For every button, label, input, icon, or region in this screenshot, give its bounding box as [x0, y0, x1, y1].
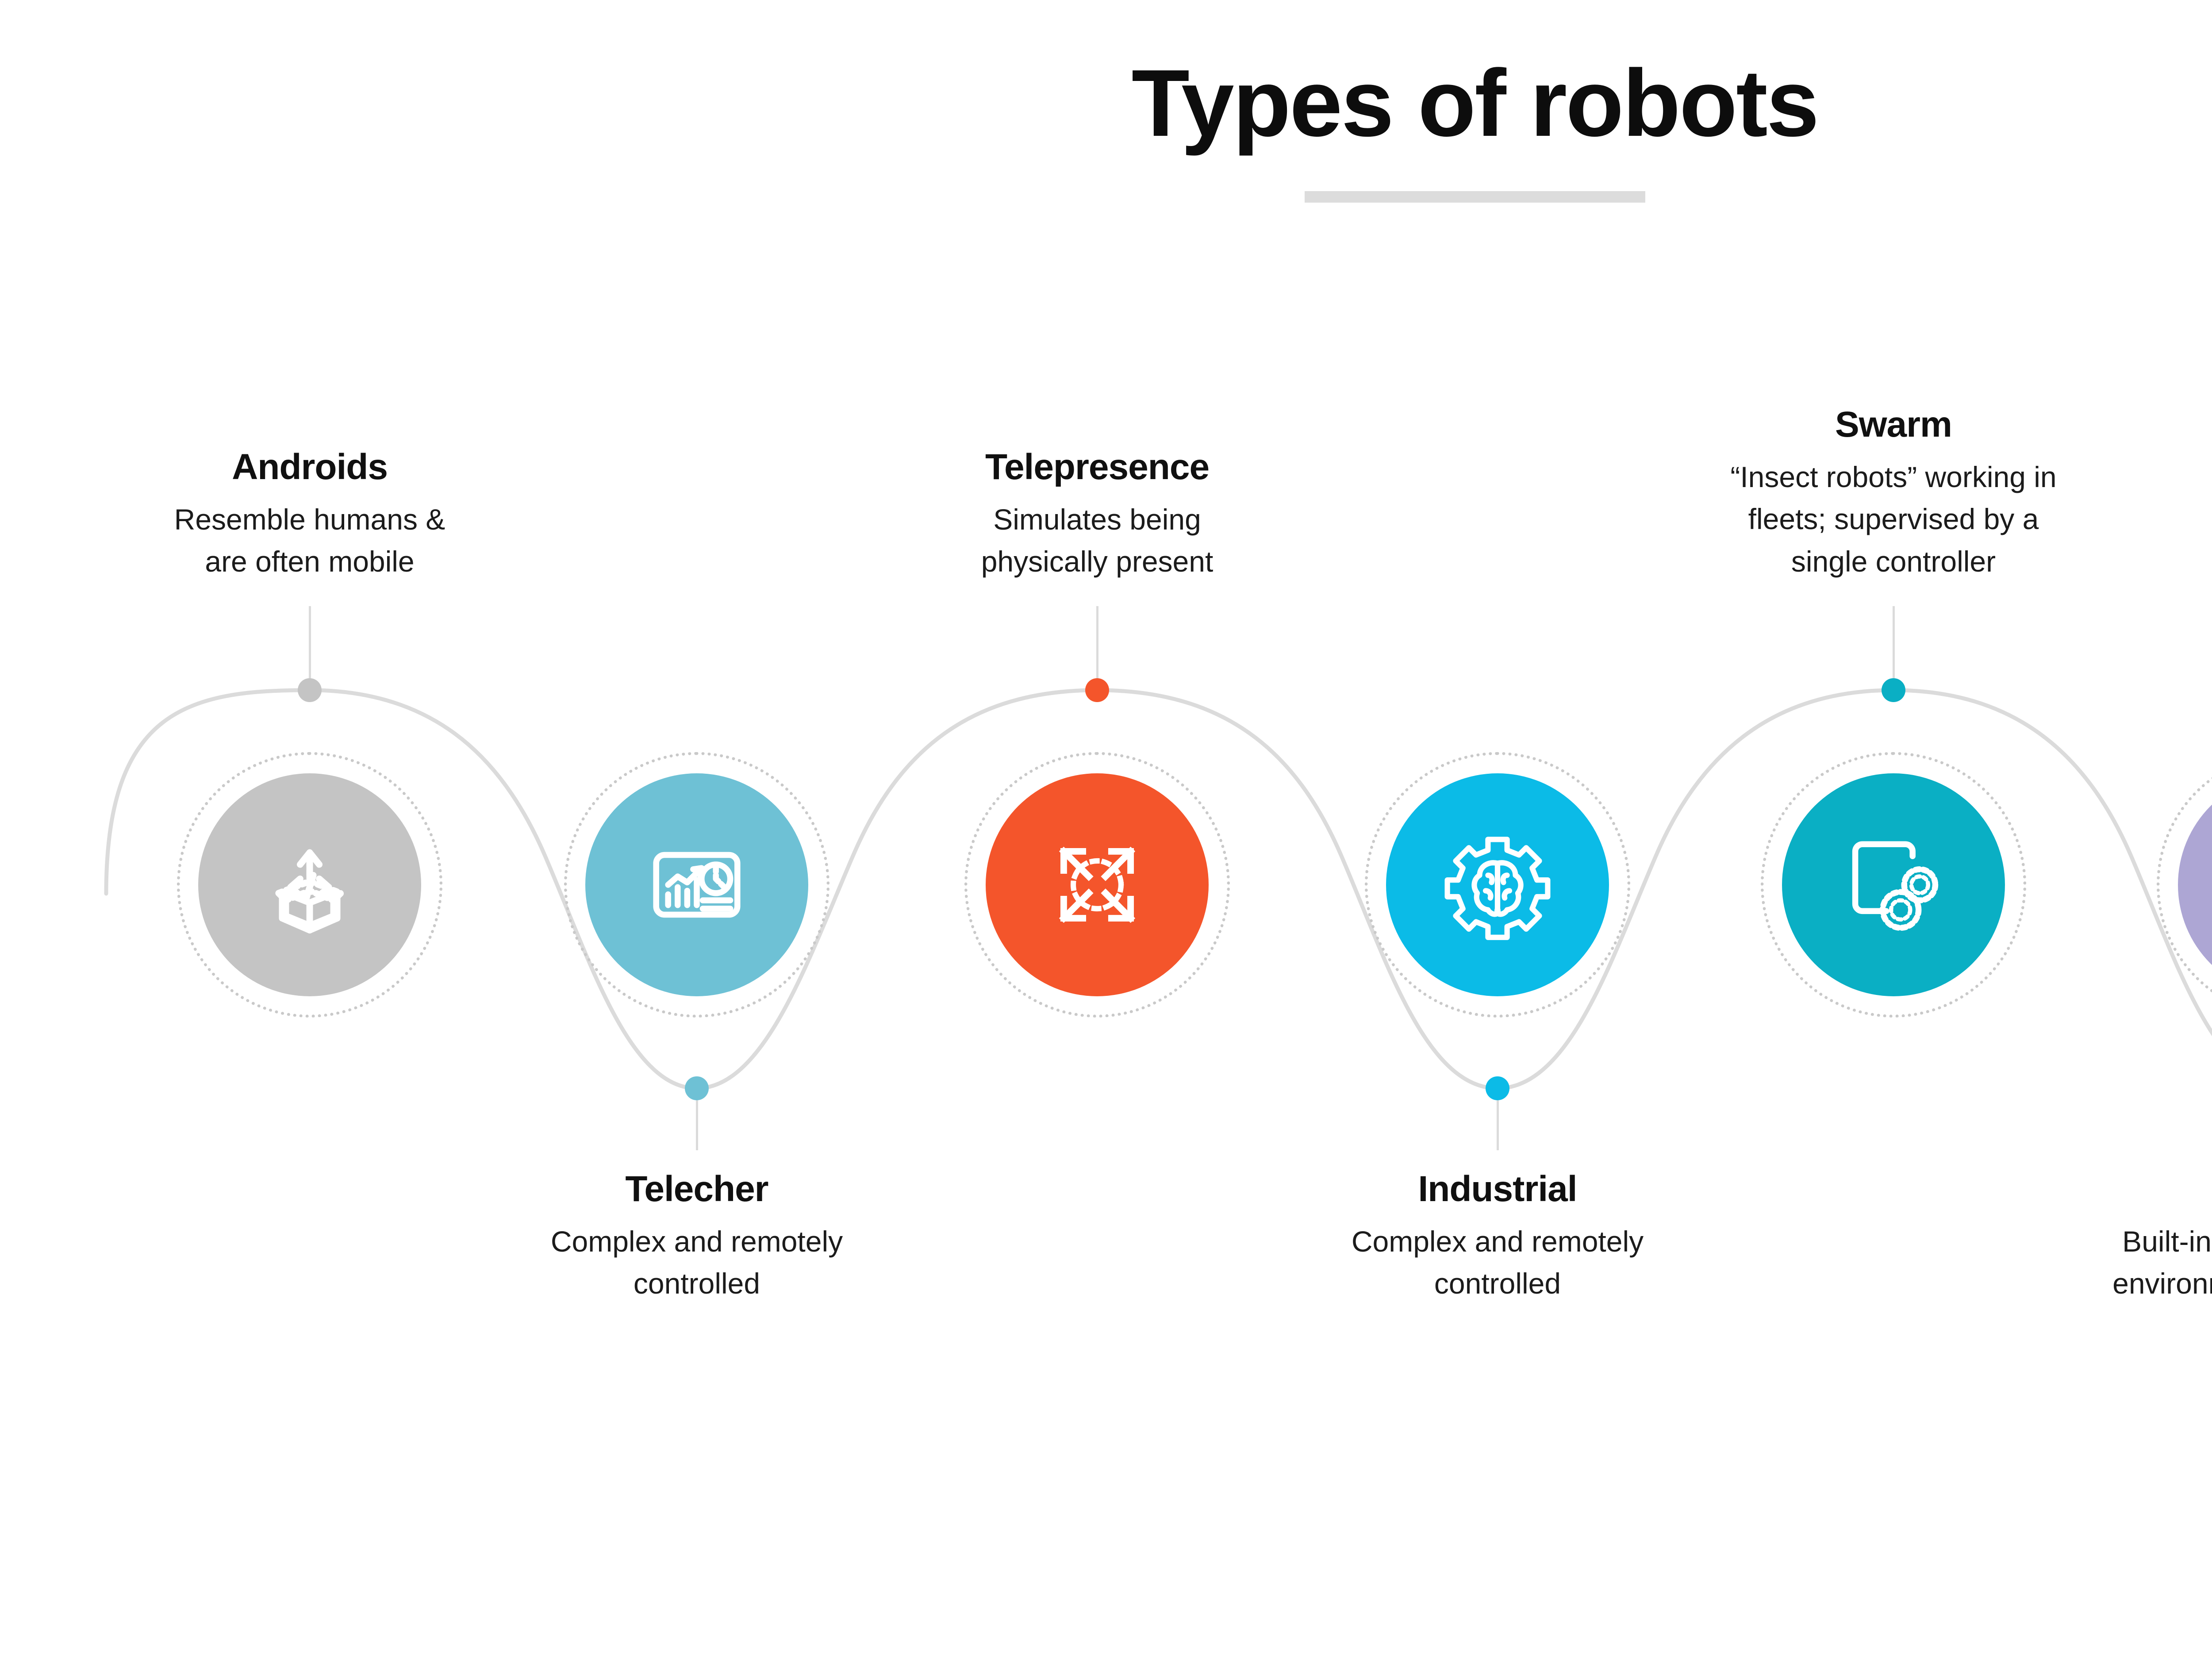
dotted-ring-telecher — [564, 752, 830, 1018]
analytics-dashboard-icon — [653, 852, 741, 918]
wave-dot-telecher[interactable] — [685, 1076, 709, 1100]
dotted-ring-swarm — [1761, 752, 2026, 1018]
page-title: Types of robots — [1131, 50, 1820, 156]
window-gears-icon — [1852, 841, 1939, 931]
label-heading-swarm: Swarm — [1835, 404, 1952, 445]
wave-dot-androids[interactable] — [298, 678, 322, 702]
connector-line-telepresence — [1096, 606, 1098, 678]
connector-line-telecher — [696, 1100, 698, 1150]
label-group-smart: SmartBuilt-in AI that learns fromenviron… — [2015, 1168, 2212, 1305]
disc-fill-telecher — [585, 773, 808, 996]
node-disc-androids[interactable] — [177, 752, 442, 1018]
title-block: Types of robots — [0, 53, 2212, 203]
disc-fill-telepresence — [986, 773, 1209, 996]
expand-arrows-icon — [1059, 846, 1136, 923]
label-heading-androids: Androids — [232, 447, 388, 487]
brain-gear-icon — [1444, 837, 1551, 940]
connector-line-industrial — [1497, 1100, 1499, 1150]
node-disc-swarm[interactable] — [1761, 752, 2026, 1018]
node-disc-telepresence[interactable] — [964, 752, 1230, 1018]
connector-line-androids — [309, 606, 311, 678]
dotted-ring-industrial — [1365, 752, 1630, 1018]
open-box-code-icon — [275, 849, 344, 934]
disc-fill-swarm — [1782, 773, 2005, 996]
node-disc-smart[interactable] — [2157, 752, 2212, 1018]
dotted-ring-telepresence — [964, 752, 1230, 1018]
title-underline-rule — [1304, 191, 1645, 203]
label-heading-smart: Smart — [2015, 1168, 2212, 1211]
dotted-ring-androids — [177, 752, 442, 1018]
label-description-androids: Resemble humans &are often mobile — [174, 503, 445, 578]
label-heading-industrial: Industrial — [1418, 1169, 1577, 1209]
wave-dot-swarm[interactable] — [1882, 678, 1905, 702]
node-disc-industrial[interactable] — [1365, 752, 1630, 1018]
connector-line-swarm — [1893, 606, 1895, 678]
disc-fill-industrial — [1386, 773, 1609, 996]
node-disc-telecher[interactable] — [564, 752, 830, 1018]
wave-dot-industrial[interactable] — [1486, 1076, 1509, 1100]
label-description-smart: Built-in AI that learns fromenvironment … — [2112, 1225, 2212, 1300]
disc-fill-androids — [198, 773, 421, 996]
label-heading-telecher: Telecher — [625, 1169, 768, 1209]
label-heading-telepresence: Telepresence — [985, 447, 1210, 487]
wave-dot-telepresence[interactable] — [1085, 678, 1109, 702]
